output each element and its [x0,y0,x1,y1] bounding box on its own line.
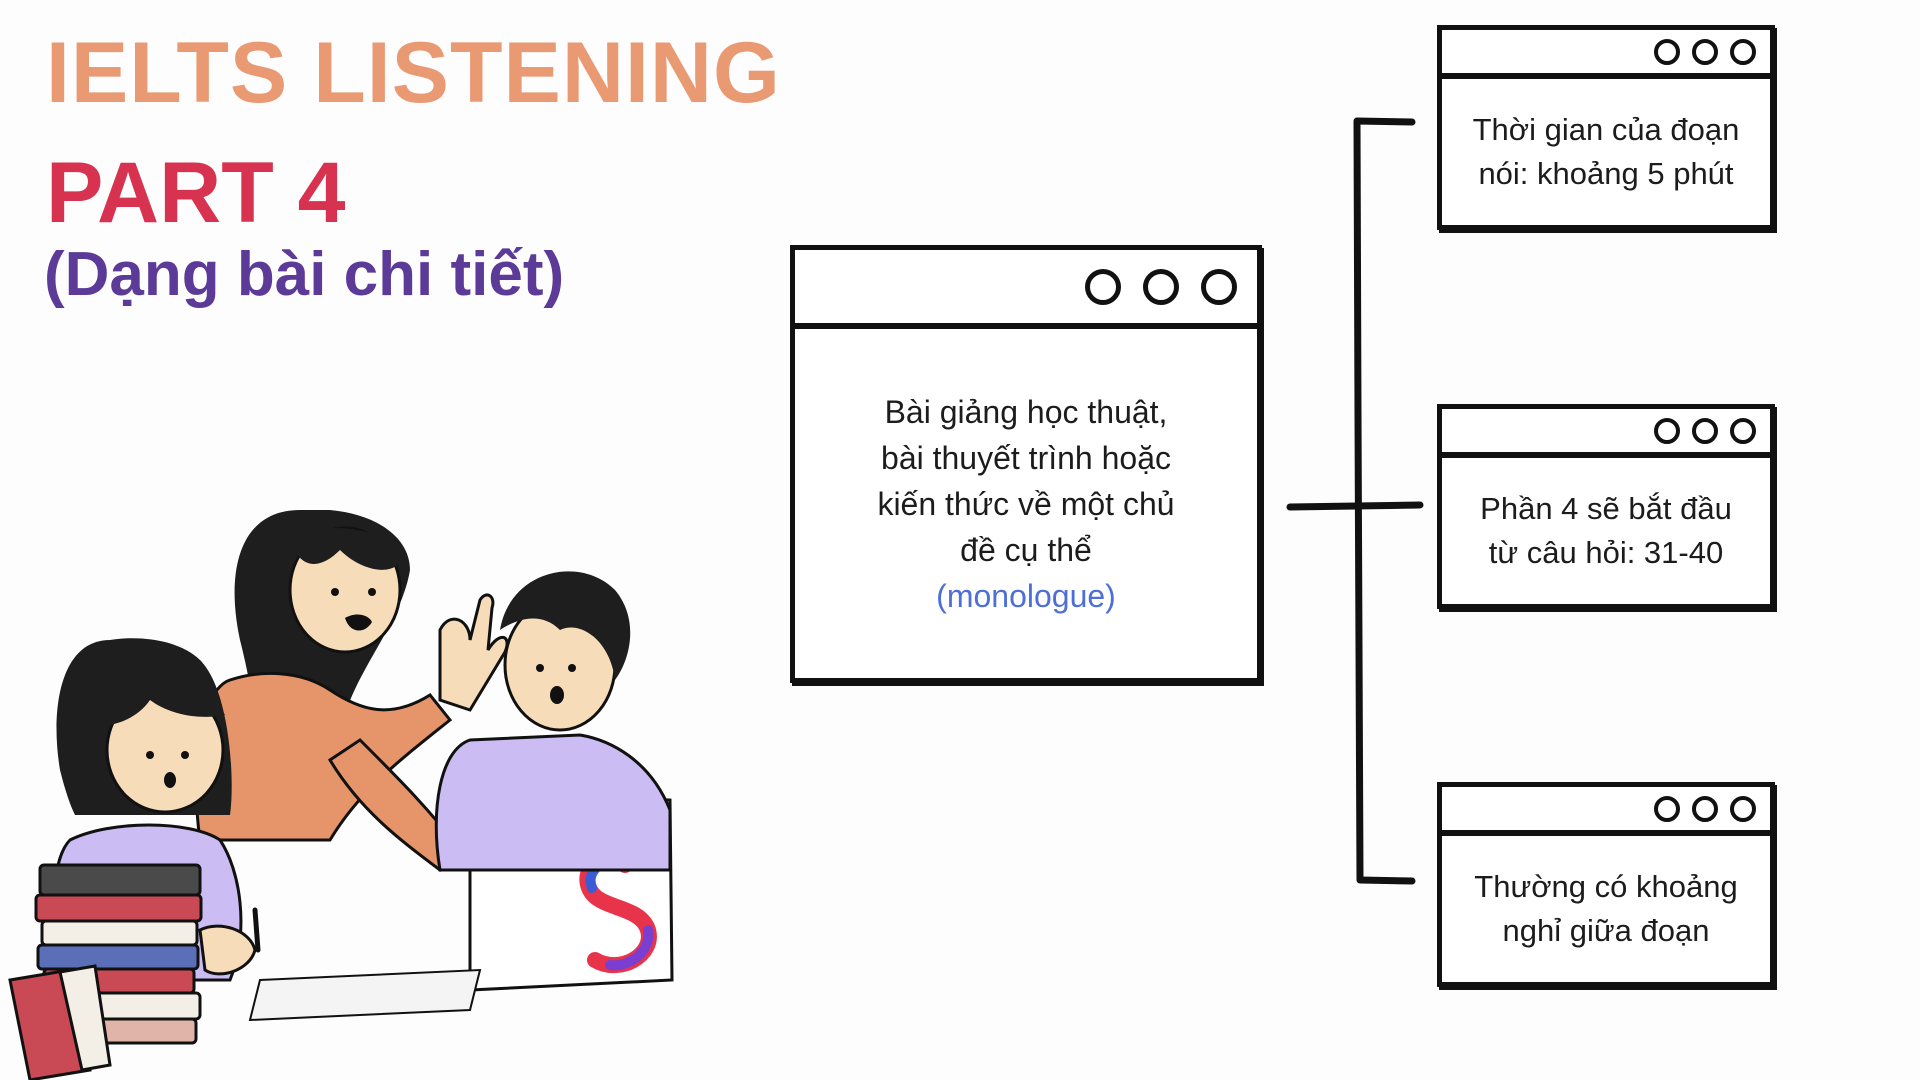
window-dot-icon [1692,417,1718,444]
side-window-titlebar [1442,409,1770,458]
main-window-box: Bài giảng học thuật, bài thuyết trình ho… [790,245,1262,683]
subtitle-detail: (Dạng bài chi tiết) [44,240,565,309]
main-text-line: bài thuyết trình hoặc [881,439,1171,476]
title-ielts-listening: IELTS LISTENING [46,25,781,121]
side-window-content: Thời gian của đoạn nói: khoảng 5 phút [1442,79,1770,225]
side-window-titlebar [1442,30,1770,79]
window-dot-icon [1730,38,1756,65]
book-stack-illustration [8,863,203,1080]
side-text-line: Thường có khoảng [1474,869,1738,904]
side-window-break: Thường có khoảng nghỉ giữa đoạn [1437,782,1775,987]
main-window-titlebar [795,250,1257,329]
monologue-label: (monologue) [936,577,1116,614]
classroom-illustration [8,510,674,1080]
side-window-content: Thường có khoảng nghỉ giữa đoạn [1442,836,1770,982]
side-text-line: Thời gian của đoạn [1472,112,1740,147]
window-dot-icon [1143,268,1179,305]
title-part-4: PART 4 [46,145,346,241]
window-dot-icon [1201,268,1237,305]
side-window-duration: Thời gian của đoạn nói: khoảng 5 phút [1437,25,1775,230]
side-window-content: Phần 4 sẽ bắt đầu từ câu hỏi: 31-40 [1442,458,1770,604]
main-text-line: Bài giảng học thuật, [884,393,1168,430]
main-text-line: kiến thức về một chủ [877,485,1175,522]
side-text-line: Phần 4 sẽ bắt đầu [1480,491,1732,526]
window-dot-icon [1085,268,1121,305]
main-window-content: Bài giảng học thuật, bài thuyết trình ho… [795,329,1257,678]
side-text-line: từ câu hỏi: 31-40 [1488,535,1724,570]
side-window-questions: Phần 4 sẽ bắt đầu từ câu hỏi: 31-40 [1437,404,1775,609]
side-text-line: nói: khoảng 5 phút [1478,156,1734,191]
window-dot-icon [1730,795,1756,822]
window-dot-icon [1692,795,1718,822]
side-window-titlebar [1442,787,1770,836]
side-text-line: nghỉ giữa đoạn [1502,913,1710,948]
window-dot-icon [1730,417,1756,444]
boy-illustration [434,571,672,872]
window-dot-icon [1654,795,1680,822]
window-dot-icon [1692,38,1718,65]
main-text-line: đề cụ thể [960,531,1092,568]
window-dot-icon [1654,38,1680,65]
window-dot-icon [1654,417,1680,444]
